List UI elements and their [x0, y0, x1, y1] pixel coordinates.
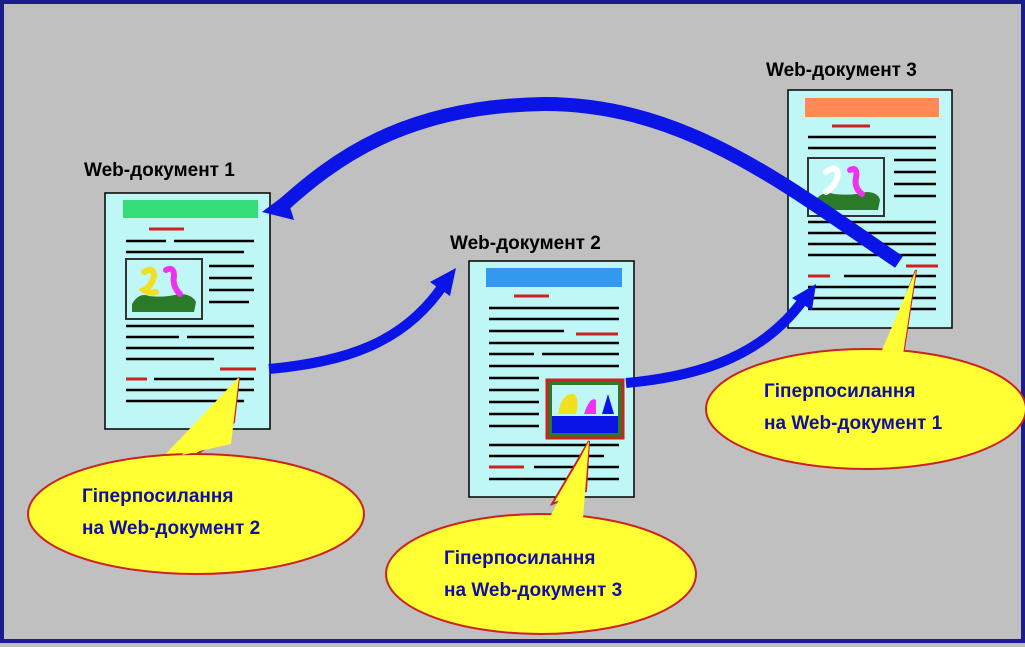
- document-3-header-bar: [805, 98, 939, 117]
- web-document-1: Web-документ 1: [84, 160, 271, 430]
- document-2-image-hyperlink[interactable]: [545, 378, 625, 440]
- arrow-doc3-to-doc1: [262, 96, 903, 268]
- callout-1-line-1: Гіперпосилання: [82, 486, 233, 507]
- callout-hyperlink-to-document-1: Гіперпосилання на Web-документ 1: [705, 269, 1025, 470]
- document-3-title: Web-документ 3: [766, 60, 917, 81]
- callout-3-line-2: на Web-документ 1: [764, 413, 943, 434]
- document-1-title: Web-документ 1: [84, 160, 235, 181]
- callout-3-line-1: Гіперпосилання: [764, 381, 915, 402]
- callout-1-line-2: на Web-документ 2: [82, 518, 260, 539]
- document-1-header-bar: [123, 200, 258, 218]
- document-2-header-bar: [486, 268, 622, 287]
- callout-2-line-1: Гіперпосилання: [444, 548, 595, 569]
- callout-hyperlink-to-document-3: Гіперпосилання на Web-документ 3: [385, 440, 697, 635]
- web-document-2: Web-документ 2: [450, 233, 635, 498]
- arrow-doc2-to-doc3: [625, 284, 816, 388]
- arrow-doc1-to-doc2: [268, 268, 456, 374]
- document-2-title: Web-документ 2: [450, 233, 601, 254]
- callout-hyperlink-to-document-2: Гіперпосилання на Web-документ 2: [27, 376, 365, 575]
- hyperlink-diagram: Web-документ 1 Web-док: [27, 60, 1025, 635]
- callout-2-line-2: на Web-документ 3: [444, 580, 622, 601]
- document-1-image: [125, 258, 203, 320]
